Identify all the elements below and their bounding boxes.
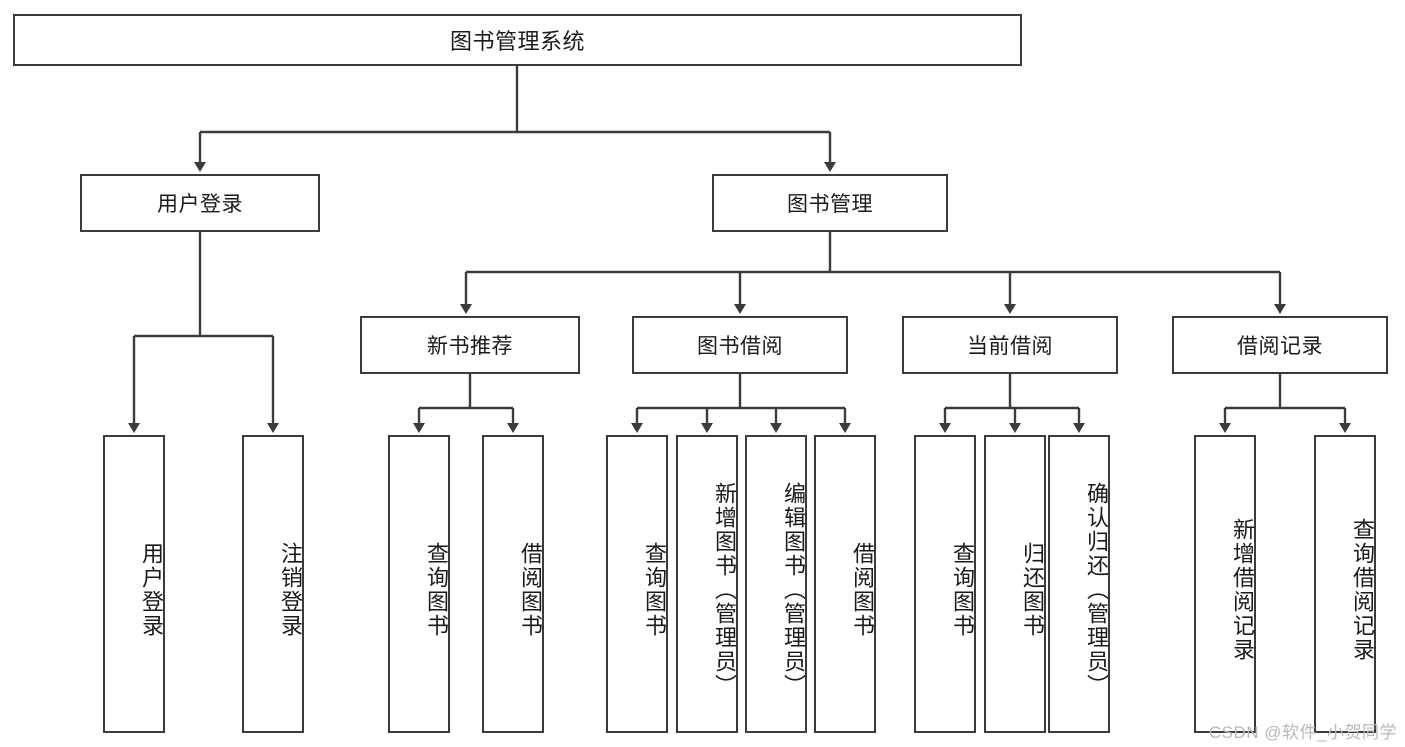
node-book-borrowing[interactable]: 图书借阅 [632,316,848,374]
node-label: 新书推荐 [427,335,513,358]
node-label: 借阅图书 [518,542,543,638]
node-label: 查询借阅记录 [1350,518,1375,662]
node-leaf-borrow-books-bb[interactable]: 借阅图书 [814,435,876,733]
node-leaf-edit-book-admin[interactable]: 编辑图书（管理员） [745,435,807,733]
node-label: 新增图书（管理员） [712,482,737,698]
node-label: 图书管理 [787,193,873,216]
node-label: 新增借阅记录 [1230,518,1255,662]
node-leaf-add-book-admin[interactable]: 新增图书（管理员） [676,435,738,733]
node-label: 查询图书 [424,542,449,638]
node-label: 归还图书 [1020,542,1045,638]
node-label: 查询图书 [950,542,975,638]
node-root-book-management-system[interactable]: 图书管理系统 [13,14,1022,66]
node-leaf-query-borrow-record[interactable]: 查询借阅记录 [1314,435,1376,733]
node-label: 图书管理系统 [449,29,585,54]
node-book-management[interactable]: 图书管理 [712,174,948,232]
node-label: 注销登录 [278,542,303,638]
node-label: 用户登录 [139,542,164,638]
node-leaf-logout[interactable]: 注销登录 [242,435,304,733]
node-label: 确认归还（管理员） [1084,482,1109,698]
node-borrowing-records[interactable]: 借阅记录 [1172,316,1388,374]
node-leaf-borrow-books-nbr[interactable]: 借阅图书 [482,435,544,733]
node-label: 借阅图书 [850,542,875,638]
node-leaf-query-books-nbr[interactable]: 查询图书 [388,435,450,733]
node-label: 编辑图书（管理员） [781,482,806,698]
node-leaf-add-borrow-record[interactable]: 新增借阅记录 [1194,435,1256,733]
node-user-login[interactable]: 用户登录 [80,174,320,232]
node-leaf-confirm-return-admin[interactable]: 确认归还（管理员） [1048,435,1110,733]
watermark-text: CSDN @软件_小贺同学 [1208,723,1397,742]
node-leaf-user-login[interactable]: 用户登录 [103,435,165,733]
node-leaf-query-books-bb[interactable]: 查询图书 [606,435,668,733]
node-current-borrowing[interactable]: 当前借阅 [902,316,1118,374]
node-label: 借阅记录 [1237,335,1323,358]
node-label: 图书借阅 [697,335,783,358]
node-label: 用户登录 [157,193,243,216]
node-leaf-query-books-cb[interactable]: 查询图书 [914,435,976,733]
node-leaf-return-books[interactable]: 归还图书 [984,435,1046,733]
node-label: 查询图书 [642,542,667,638]
node-label: 当前借阅 [967,335,1053,358]
node-new-book-recommendation[interactable]: 新书推荐 [360,316,580,374]
